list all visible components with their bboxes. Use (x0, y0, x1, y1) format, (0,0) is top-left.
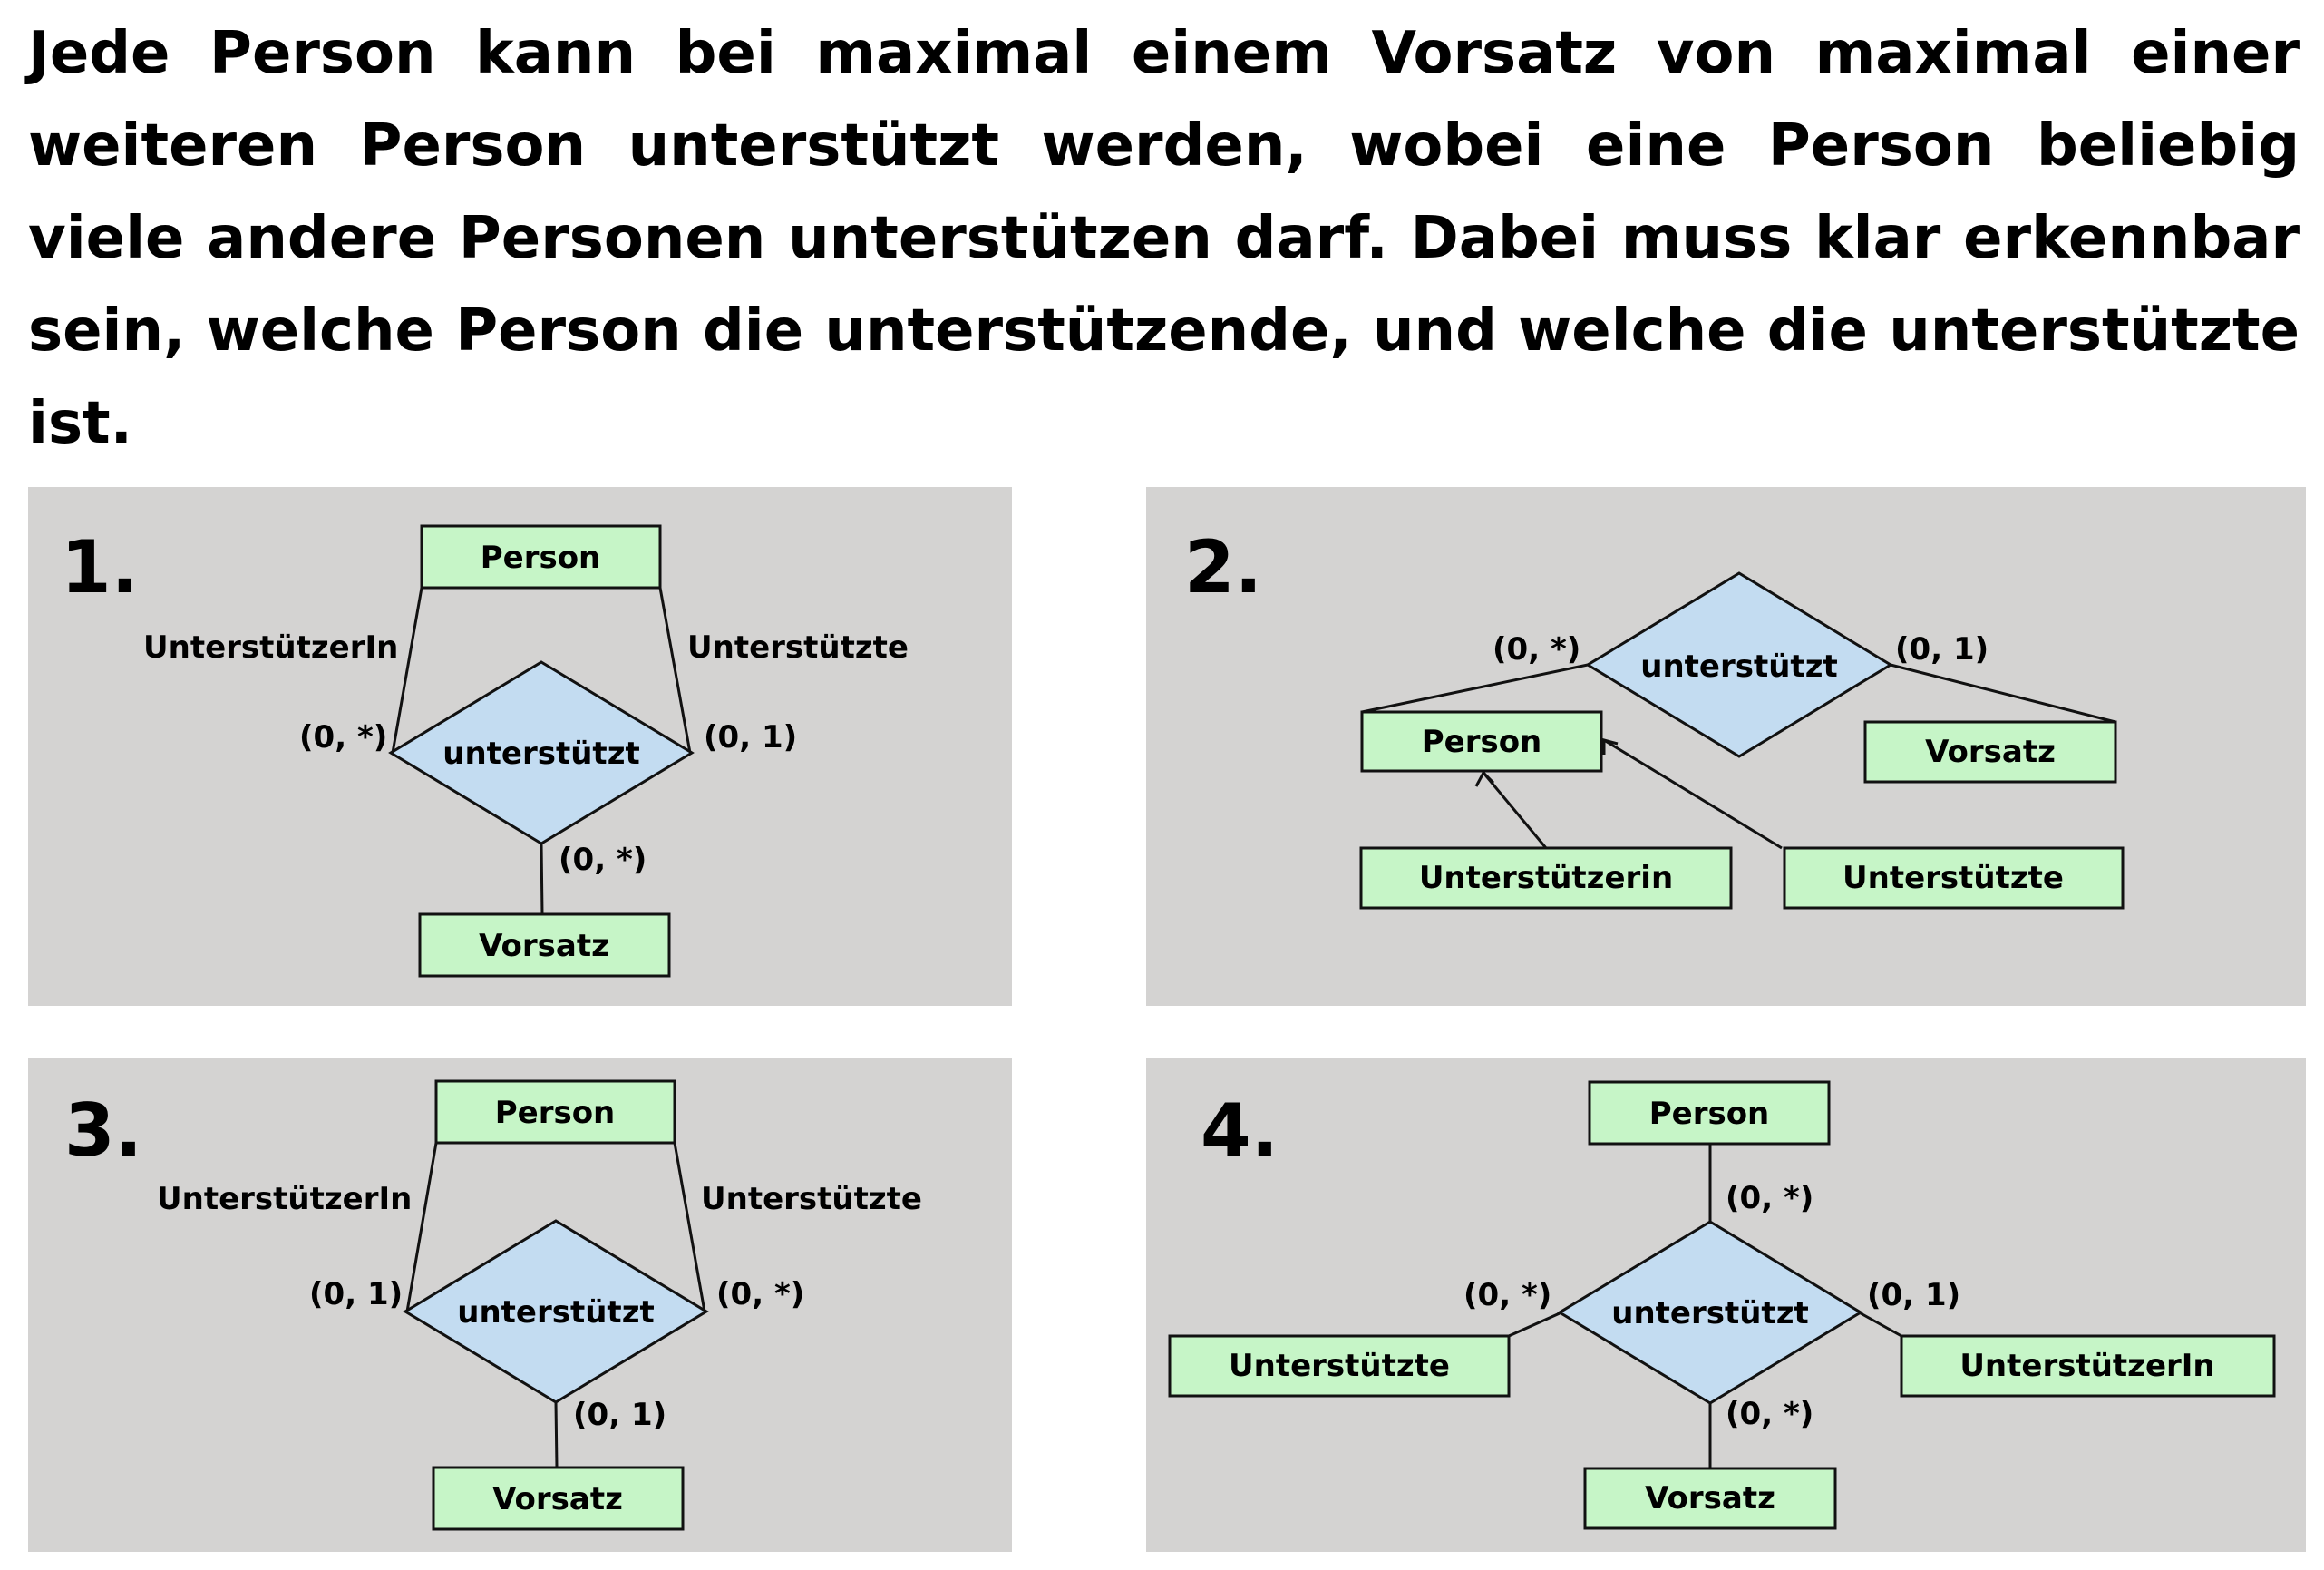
connector-line (1860, 1312, 1902, 1338)
entity-person (1360, 710, 1603, 773)
cardinality-left: (0, 1) (309, 1276, 403, 1312)
entity-vorsatz (1583, 1467, 1837, 1530)
entity-person (434, 1079, 676, 1145)
connector-line (1890, 663, 2116, 724)
entity-person-label: Person (1649, 1096, 1770, 1132)
connector-line (1508, 1312, 1561, 1338)
entity-vorsatz (432, 1466, 685, 1531)
cardinality-bottom: (0, *) (559, 842, 647, 878)
option-4-panel[interactable]: 4. Person unterstützt Unterstützte Unter… (1146, 1058, 2306, 1552)
cardinality-right: (0, *) (716, 1276, 804, 1312)
cardinality-right: (0, 1) (1867, 1277, 1960, 1313)
entity-vorsatz-label: Vorsatz (1645, 1480, 1775, 1516)
relationship-unterstuetzt (1585, 571, 1893, 758)
entity-unterstuetzerin-label: Unterstützerin (1419, 860, 1673, 896)
connector-line (554, 1401, 559, 1468)
entity-person (1588, 1080, 1831, 1146)
role-right-label: Unterstützte (701, 1181, 922, 1217)
inheritance-arrow-line (1482, 772, 1548, 849)
role-right-label: Unterstützte (687, 629, 909, 666)
relationship-label: unterstützt (442, 736, 639, 772)
entity-unterstuetzte (1783, 846, 2125, 910)
entity-vorsatz-label: Vorsatz (492, 1481, 623, 1517)
option-number: 2. (1184, 525, 1262, 609)
option-number: 4. (1201, 1088, 1279, 1173)
inheritance-arrow-line (1603, 738, 1783, 850)
entity-unterstuetzte (1168, 1334, 1511, 1398)
relationship-unterstuetzt (403, 1219, 709, 1404)
cardinality-bottom: (0, 1) (573, 1397, 666, 1433)
connector-line (405, 1142, 438, 1312)
cardinality-bottom: (0, *) (1726, 1396, 1813, 1432)
option-3-panel[interactable]: 3. Person unterstützt Vorsatz Unterstütz… (28, 1058, 1012, 1552)
entity-vorsatz (418, 912, 671, 978)
cardinality-left: (0, *) (299, 719, 387, 756)
relationship-label: unterstützt (1611, 1295, 1808, 1331)
option-1-panel[interactable]: 1. Person unterstützt Vorsatz Unterstütz… (28, 487, 1012, 1006)
relationship-label: unterstützt (1640, 648, 1837, 685)
cardinality-right: (0, 1) (704, 719, 797, 756)
cardinality-right: (0, 1) (1895, 631, 1989, 668)
option-1-diagram: 1. Person unterstützt Vorsatz Unterstütz… (61, 524, 909, 978)
entity-unterstuetzerin (1359, 846, 1733, 910)
cardinality-top: (0, *) (1726, 1180, 1813, 1216)
connector-line (391, 587, 423, 754)
connector-line (540, 843, 544, 915)
option-4-diagram: 4. Person unterstützt Unterstützte Unter… (1168, 1080, 2276, 1530)
relationship-label: unterstützt (457, 1294, 654, 1331)
connector-line (673, 1142, 706, 1312)
entity-person-label: Person (495, 1095, 616, 1131)
entity-vorsatz (1863, 720, 2117, 784)
cardinality-left: (0, *) (1493, 631, 1580, 668)
entity-vorsatz-label: Vorsatz (1925, 734, 2056, 770)
arrow-head-icon (1474, 770, 1495, 787)
role-left-label: UnterstützerIn (157, 1181, 412, 1217)
entity-person-label: Person (1422, 724, 1542, 760)
entity-person-label: Person (481, 540, 601, 576)
role-left-label: UnterstützerIn (143, 629, 398, 666)
option-number: 3. (64, 1088, 142, 1173)
entity-unterstuetzerin (1900, 1334, 2276, 1398)
entity-unterstuetzerin-label: UnterstützerIn (1959, 1348, 2214, 1384)
relationship-unterstuetzt (388, 660, 695, 845)
entity-vorsatz-label: Vorsatz (479, 928, 609, 964)
question-text: Jede Person kann bei maximal einem Vorsa… (28, 20, 2300, 457)
option-2-panel[interactable]: 2. unterstützt Person Vorsatz Unterstütz… (1146, 487, 2306, 1006)
option-3-diagram: 3. Person unterstützt Vorsatz Unterstütz… (64, 1079, 922, 1531)
option-number: 1. (61, 525, 139, 609)
cardinality-left: (0, *) (1463, 1277, 1551, 1313)
entity-person (420, 524, 662, 590)
entity-unterstuetzte-label: Unterstützte (1843, 860, 2064, 896)
connector-line (658, 587, 692, 754)
entity-unterstuetzte-label: Unterstützte (1229, 1348, 1450, 1384)
arrow-head-icon (1602, 738, 1619, 755)
connector-line (1361, 663, 1589, 714)
option-2-diagram: 2. unterstützt Person Vorsatz Unterstütz… (1184, 525, 2125, 910)
relationship-unterstuetzt (1557, 1220, 1863, 1405)
